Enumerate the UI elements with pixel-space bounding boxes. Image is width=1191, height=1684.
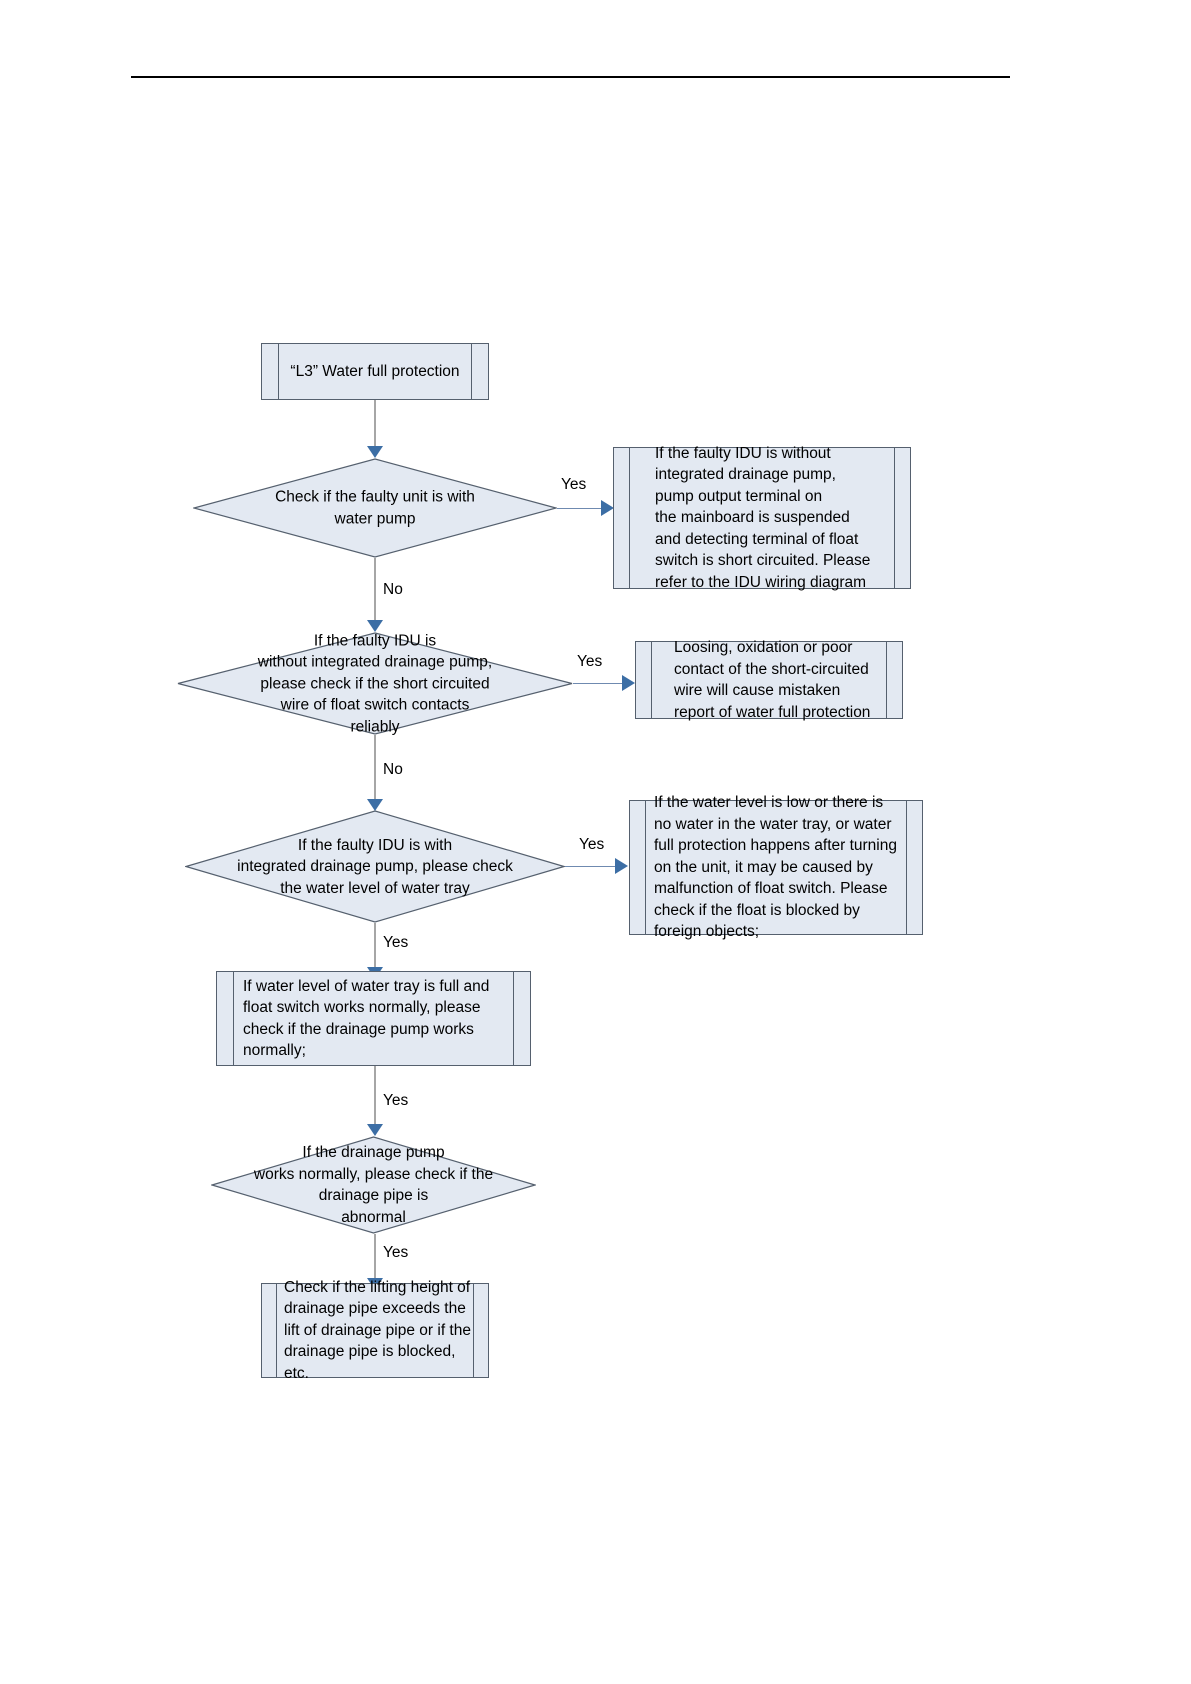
- arrow-start-to-d1: [367, 446, 383, 458]
- diamond-shape: [211, 1136, 536, 1234]
- edge-label-yes-3-down: Yes: [383, 934, 409, 951]
- box-left-bar: [645, 801, 646, 934]
- start-box-label: “L3” Water full protection: [290, 362, 460, 380]
- box-left-bar: [276, 1284, 277, 1377]
- connector-d1-to-d2: [374, 558, 376, 622]
- diamond-shape: [193, 458, 557, 558]
- connector-d1-to-note1: [557, 508, 604, 509]
- header-rule: [131, 76, 1010, 78]
- decision-2-label: If the faulty IDU is without integrated …: [257, 631, 493, 735]
- edge-label-yes-1: Yes: [561, 476, 587, 493]
- connector-d3-to-p1: [374, 923, 376, 969]
- arrow-p1-to-d4: [367, 1124, 383, 1136]
- connector-d2-to-d3: [374, 735, 376, 801]
- arrow-d1-to-note1: [601, 500, 614, 516]
- connector-start-to-d1: [374, 400, 376, 448]
- edge-label-yes-4: Yes: [383, 1092, 409, 1109]
- edge-label-yes-3: Yes: [579, 836, 605, 853]
- box-left-bar: [278, 344, 279, 399]
- diamond-shape: [185, 810, 565, 923]
- connector-d2-to-note2: [573, 683, 625, 684]
- start-box: “L3” Water full protection: [261, 343, 489, 400]
- arrow-d1-to-d2: [367, 620, 383, 632]
- arrow-d2-to-note2: [622, 675, 635, 691]
- box-right-bar: [473, 1284, 474, 1377]
- box-right-bar: [513, 972, 514, 1065]
- diamond-shape: [177, 632, 573, 735]
- arrow-d2-to-d3: [367, 799, 383, 811]
- box-right-bar: [886, 642, 887, 718]
- decision-3-label: If the faulty IDU is with integrated dra…: [237, 836, 513, 897]
- box-right-bar: [471, 344, 472, 399]
- edge-label-no-1: No: [383, 581, 403, 598]
- note-box-1-label: If the faulty IDU is without integrated …: [655, 444, 871, 591]
- decision-water-level-tray: If the faulty IDU is with integrated dra…: [185, 810, 565, 923]
- box-left-bar: [629, 448, 630, 588]
- process-box-1-label: If water level of water tray is full and…: [243, 977, 490, 1060]
- box-left-bar: [233, 972, 234, 1065]
- note-box-3: If the water level is low or there is no…: [629, 794, 923, 940]
- process-box-1: If water level of water tray is full and…: [216, 971, 531, 1066]
- decision-drainage-pipe-abnormal: If the drainage pump works normally, ple…: [211, 1136, 536, 1234]
- decision-short-circuited-wire: If the faulty IDU is without integrated …: [177, 632, 573, 735]
- box-right-bar: [894, 448, 895, 588]
- process-box-2-label: Check if the lifting height of drainage …: [284, 1278, 471, 1382]
- decision-check-water-pump: Check if the faulty unit is with water p…: [193, 458, 557, 558]
- note-box-2-label: Loosing, oxidation or poor contact of th…: [674, 639, 871, 721]
- connector-d4-to-p2: [374, 1234, 376, 1280]
- note-box-1: If the faulty IDU is without integrated …: [613, 445, 911, 591]
- note-box-3-label: If the water level is low or there is no…: [654, 794, 897, 941]
- edge-label-yes-5: Yes: [383, 1244, 409, 1261]
- box-right-bar: [906, 801, 907, 934]
- process-box-2: Check if the lifting height of drainage …: [261, 1279, 489, 1382]
- arrow-d3-to-note3: [615, 858, 628, 874]
- edge-label-no-2: No: [383, 761, 403, 778]
- decision-4-label: If the drainage pump works normally, ple…: [253, 1144, 494, 1226]
- connector-p1-to-d4: [374, 1066, 376, 1126]
- connector-d3-to-note3: [565, 866, 618, 867]
- note-box-2: Loosing, oxidation or poor contact of th…: [635, 639, 903, 721]
- edge-label-yes-2: Yes: [577, 653, 603, 670]
- decision-1-label: Check if the faulty unit is with water p…: [275, 488, 475, 528]
- box-left-bar: [651, 642, 652, 718]
